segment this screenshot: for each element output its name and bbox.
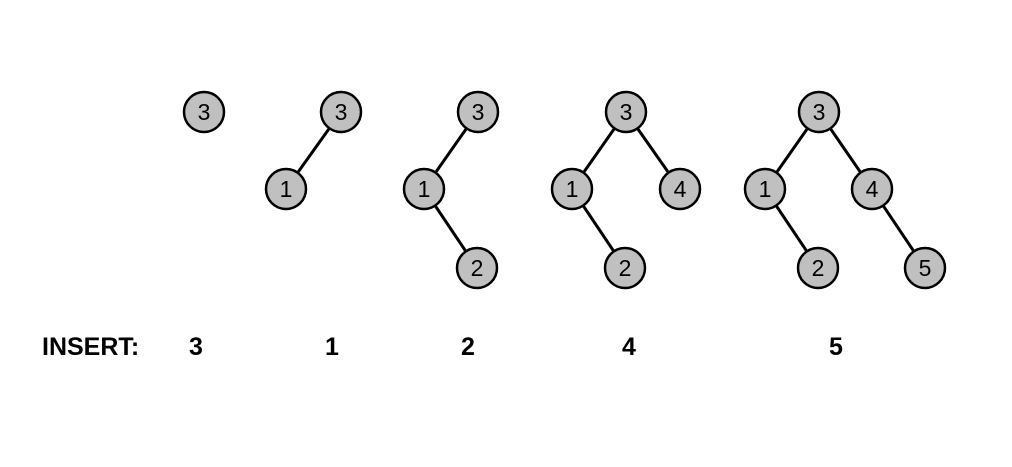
node-circle (797, 90, 841, 134)
node-label: 4 (674, 176, 687, 202)
node-circle (603, 246, 647, 290)
insert-value-step-2: 1 (325, 333, 339, 361)
step-4-node-1: 1 (550, 167, 594, 211)
step-3-node-2: 2 (455, 246, 499, 290)
insert-label: INSERT: (42, 333, 139, 361)
node-circle (182, 90, 226, 134)
insert-value-step-4: 4 (622, 333, 636, 361)
step-4-node-4: 4 (658, 167, 702, 211)
step-2-node-1: 1 (264, 167, 308, 211)
node-label: 3 (620, 99, 633, 125)
insert-value-step-3: 2 (461, 333, 475, 361)
step-5-node-5: 5 (903, 246, 947, 290)
edges-layer (284, 110, 927, 270)
node-label: 1 (280, 176, 293, 202)
node-label: 1 (566, 176, 579, 202)
step-5-node-2: 2 (796, 246, 840, 290)
step-5-node-1: 1 (743, 167, 787, 211)
node-label: 2 (619, 255, 632, 281)
node-circle (743, 167, 787, 211)
node-circle (796, 246, 840, 290)
step-4-node-2: 2 (603, 246, 647, 290)
node-circle (658, 167, 702, 211)
step-1-node-3: 3 (182, 90, 226, 134)
step-5-node-4: 4 (850, 167, 894, 211)
node-label: 5 (919, 255, 932, 281)
node-label: 1 (759, 176, 772, 202)
node-circle (264, 167, 308, 211)
node-circle (550, 167, 594, 211)
node-label: 3 (198, 99, 211, 125)
node-circle (455, 246, 499, 290)
step-3-node-1: 1 (402, 167, 446, 211)
insert-value-step-5: 5 (829, 333, 843, 361)
node-circle (319, 90, 363, 134)
node-circle (850, 167, 894, 211)
insert-row: INSERT: 3 1 2 4 5 (42, 333, 843, 361)
insert-value-step-1: 3 (189, 333, 203, 361)
node-label: 3 (335, 99, 348, 125)
node-circle (456, 90, 500, 134)
step-2-node-3: 3 (319, 90, 363, 134)
node-label: 1 (418, 176, 431, 202)
node-label: 4 (866, 176, 879, 202)
node-circle (604, 90, 648, 134)
node-label: 2 (471, 255, 484, 281)
step-4-node-3: 3 (604, 90, 648, 134)
node-label: 2 (812, 255, 825, 281)
node-label: 3 (472, 99, 485, 125)
node-circle (402, 167, 446, 211)
step-3-node-3: 3 (456, 90, 500, 134)
node-circle (903, 246, 947, 290)
step-5-node-3: 3 (797, 90, 841, 134)
nodes-layer: 3 3 1 3 1 2 3 1 2 4 3 1 2 4 5 (182, 90, 947, 290)
node-label: 3 (813, 99, 826, 125)
